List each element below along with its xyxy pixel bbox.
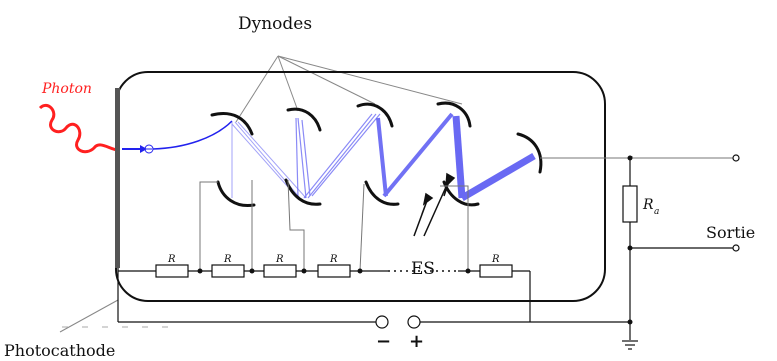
photocathode-leader bbox=[59, 299, 119, 333]
load-resistor-subscript: a bbox=[654, 207, 659, 217]
resistor-3 bbox=[263, 264, 297, 278]
es-arrows bbox=[413, 172, 456, 237]
output-circuit bbox=[622, 154, 740, 350]
resistor-3-label: R bbox=[275, 254, 284, 265]
minus-label: − bbox=[376, 331, 391, 352]
dynode-2-top bbox=[286, 107, 322, 132]
dynode-wires bbox=[199, 156, 734, 272]
resistor-2 bbox=[211, 264, 245, 278]
voltage-divider: R R R R R bbox=[118, 254, 531, 322]
dynode-1-bottom bbox=[216, 180, 256, 208]
load-resistor-label: R bbox=[642, 197, 654, 213]
dynode-3-top bbox=[356, 102, 394, 128]
dynode-4-top bbox=[436, 101, 472, 128]
anode-dynode bbox=[516, 132, 543, 174]
resistor-4-label: R bbox=[329, 254, 338, 265]
dynode-electrodes bbox=[210, 101, 543, 208]
resistor-2-label: R bbox=[223, 254, 232, 265]
power-supply bbox=[117, 268, 630, 329]
dynode-1-top bbox=[210, 112, 254, 136]
resistor-4 bbox=[317, 264, 351, 278]
sortie-label: Sortie bbox=[706, 223, 755, 242]
dynodes-leader-lines bbox=[235, 55, 463, 123]
dynodes-label: Dynodes bbox=[238, 14, 312, 34]
resistor-5 bbox=[479, 264, 513, 278]
resistor-1 bbox=[155, 264, 189, 278]
resistor-5-label: R bbox=[491, 254, 500, 265]
photocathode bbox=[115, 88, 120, 268]
electron-beams bbox=[231, 112, 536, 202]
photon-label: Photon bbox=[41, 81, 92, 97]
ground-symbol bbox=[622, 340, 638, 350]
photoelectron bbox=[122, 120, 233, 154]
plus-terminal bbox=[407, 315, 421, 329]
resistor-1-label: R bbox=[167, 254, 176, 265]
dynode-3-bottom bbox=[364, 180, 400, 206]
plus-label: + bbox=[409, 331, 424, 352]
load-resistor bbox=[622, 185, 638, 223]
es-label: ES bbox=[411, 259, 435, 279]
photocathode-label: Photocathode bbox=[4, 341, 115, 360]
photon-wave bbox=[38, 103, 119, 154]
minus-terminal bbox=[375, 315, 389, 329]
